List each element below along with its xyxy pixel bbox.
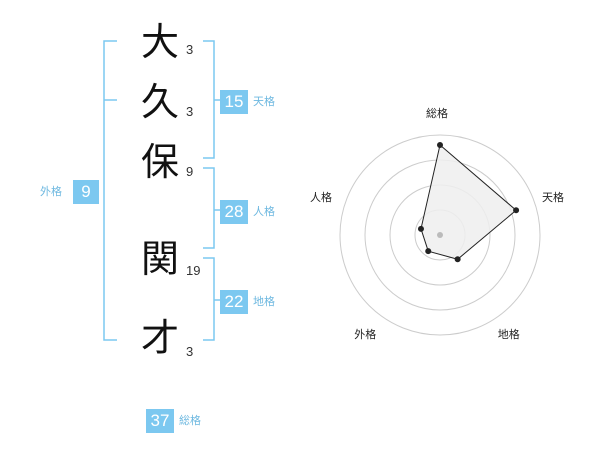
gaikaku-label: 外格 — [40, 185, 62, 198]
jinkaku-label: 人格 — [253, 205, 275, 218]
name-char-5: 才 — [140, 316, 179, 360]
soukaku-value: 37 — [146, 409, 174, 433]
name-char-4: 関 — [140, 237, 179, 281]
soukaku-label: 総格 — [179, 414, 201, 427]
stroke-count-4: 19 — [186, 263, 201, 278]
name-char-2: 久 — [140, 80, 179, 124]
radar-label-5: 人格 — [309, 191, 332, 205]
stroke-count-5: 3 — [186, 344, 194, 359]
tenkaku-label: 天格 — [253, 95, 275, 108]
radar-ring — [339, 134, 541, 336]
name-char-3: 保 — [140, 140, 179, 184]
chikaku-label: 地格 — [253, 295, 275, 308]
radar-point-5 — [417, 225, 424, 232]
tenkaku-value: 15 — [220, 90, 248, 114]
stroke-count-3: 9 — [186, 164, 194, 179]
radar-point-2 — [513, 207, 520, 214]
radar-point-4 — [425, 248, 432, 255]
gaikaku-value: 9 — [73, 180, 99, 204]
stroke-count-1: 3 — [186, 42, 194, 57]
radar-label-4: 外格 — [354, 327, 377, 341]
radar-point-1 — [437, 142, 443, 148]
radar-label-2: 天格 — [542, 191, 565, 205]
stroke-count-2: 3 — [186, 104, 194, 119]
radar-point-3 — [454, 256, 461, 263]
name-char-1: 大 — [140, 20, 179, 64]
radar-polygon — [420, 144, 517, 260]
radar-label-1: 総格 — [426, 107, 448, 120]
radar-center — [437, 232, 443, 238]
chikaku-value: 22 — [220, 290, 248, 314]
radar-label-3: 地格 — [497, 327, 520, 341]
jinkaku-value: 28 — [220, 200, 248, 224]
